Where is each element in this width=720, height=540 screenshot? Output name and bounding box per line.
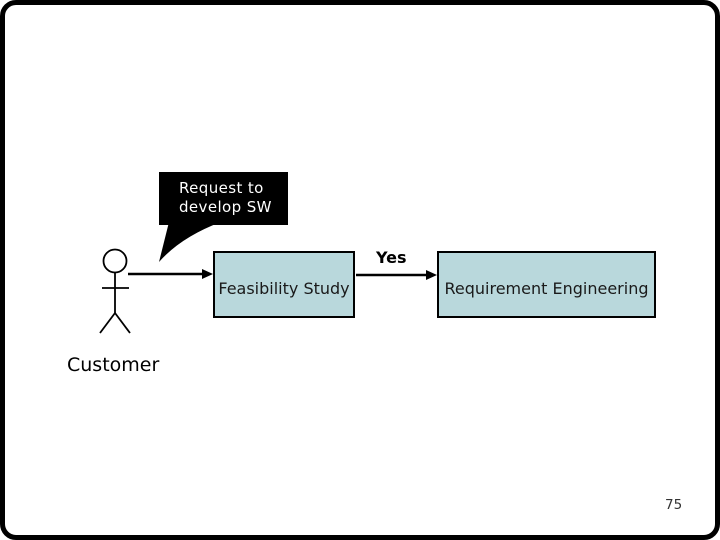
actor-left-leg <box>99 312 116 334</box>
callout-line-1: Request to <box>179 179 264 197</box>
diagram-lines-layer <box>99 222 437 334</box>
arrowhead-icon <box>426 270 437 280</box>
callout-tail <box>159 222 221 262</box>
process-box-label: Feasibility Study <box>218 278 350 298</box>
arrow-label-yes: Yes <box>376 248 407 267</box>
page-number: 75 <box>665 497 683 513</box>
arrowhead-icon <box>202 269 213 279</box>
customer-actor-icon <box>99 248 131 334</box>
arrow-customer-to-feasibility <box>128 269 213 279</box>
callout-request-to-develop: Request to develop SW <box>159 172 288 225</box>
process-box-feasibility-study: Feasibility Study <box>213 251 355 318</box>
process-box-requirement-engineering: Requirement Engineering <box>437 251 656 318</box>
actor-label-customer: Customer <box>67 354 160 376</box>
arrow-feasibility-to-requirement <box>356 270 437 280</box>
process-box-label: Requirement Engineering <box>444 278 649 298</box>
callout-line-2: develop SW <box>179 198 272 216</box>
actor-right-leg <box>114 312 131 334</box>
actor-head <box>102 248 128 274</box>
